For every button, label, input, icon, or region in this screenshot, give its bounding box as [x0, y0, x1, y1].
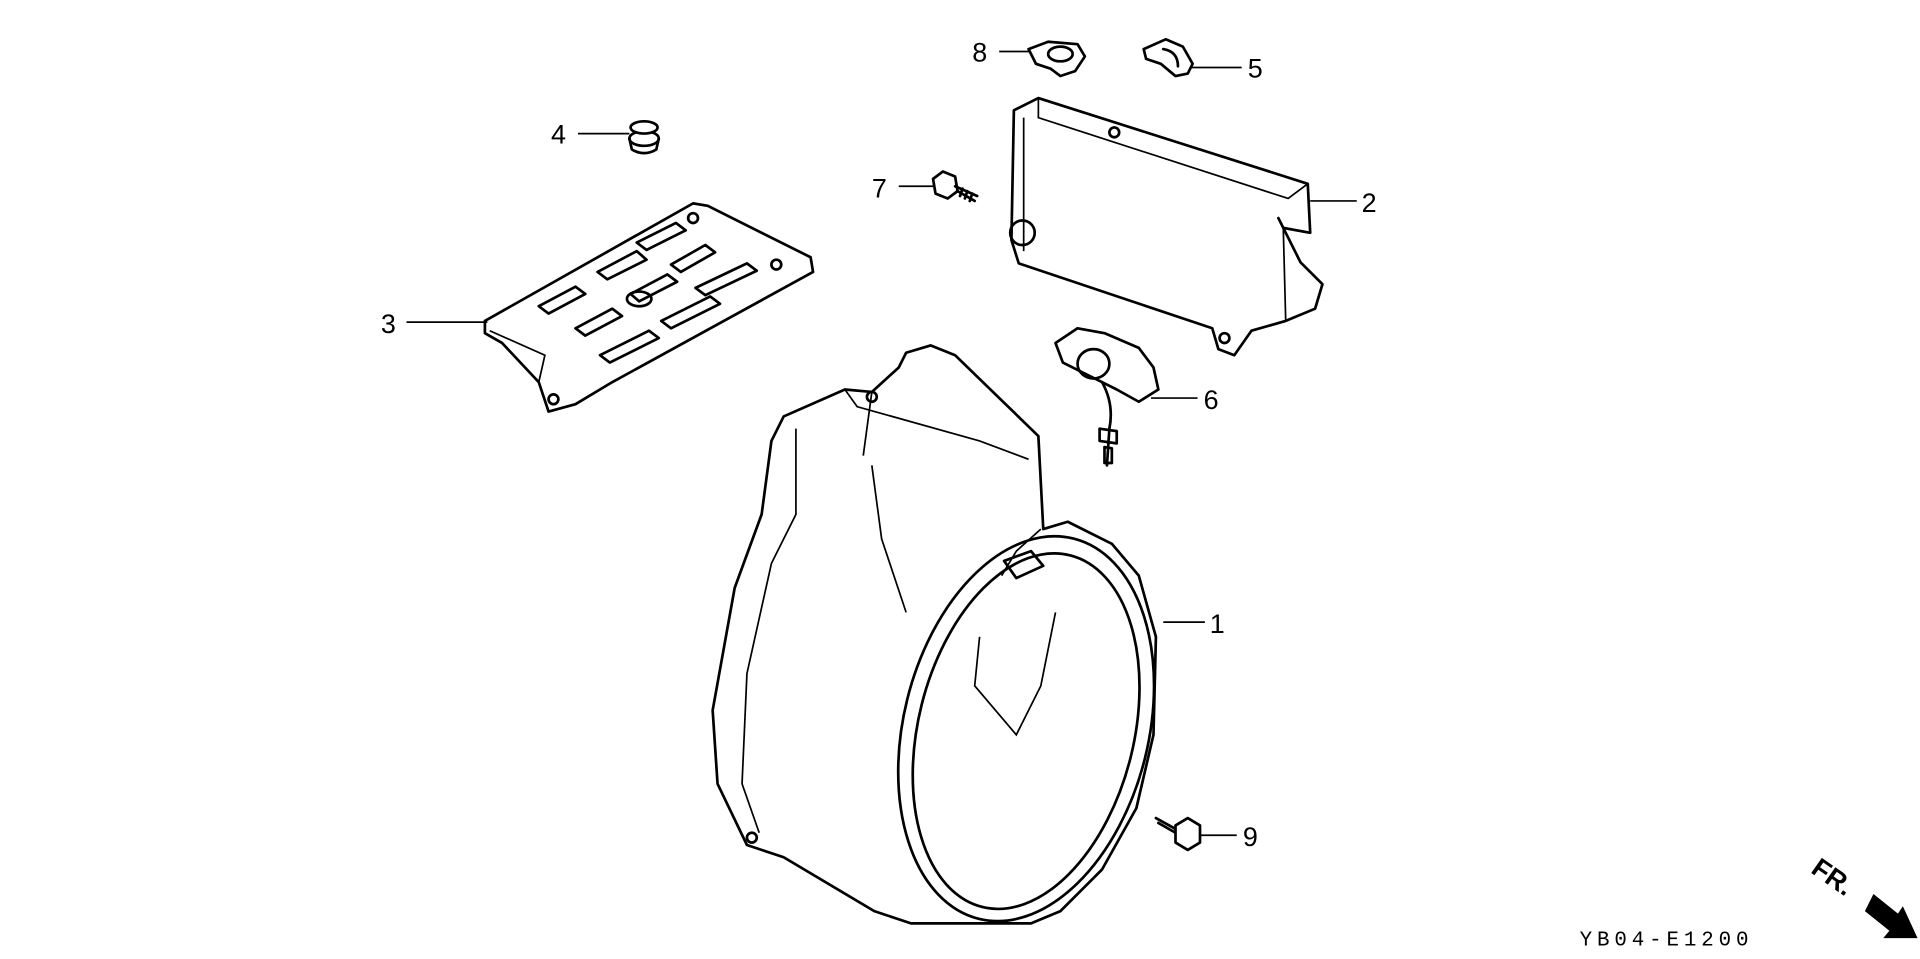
front-direction-indicator: FR.	[1806, 852, 1918, 939]
callouts: 1 2 3 4 5 6 7 8 9	[381, 37, 1377, 852]
callout-1: 1	[1210, 609, 1225, 639]
part-7-bolt	[931, 170, 979, 203]
part-8-clamp	[1027, 40, 1087, 78]
part-4-grommet	[628, 119, 661, 155]
part-3-plate	[483, 202, 815, 413]
callout-6: 6	[1204, 385, 1219, 415]
callout-7: 7	[872, 173, 887, 203]
callout-3: 3	[381, 309, 396, 339]
callout-9: 9	[1243, 822, 1258, 852]
part-9-bolt	[1154, 816, 1202, 852]
callout-2: 2	[1362, 188, 1377, 218]
part-6-switch	[1054, 326, 1160, 467]
part-5-clip	[1142, 37, 1194, 78]
front-label: FR.	[1806, 852, 1859, 901]
diagram-code: YB04-E1200	[1580, 929, 1754, 952]
callout-8: 8	[972, 37, 987, 67]
callout-4: 4	[551, 119, 566, 149]
part-2-cover	[1008, 96, 1324, 357]
callout-5: 5	[1248, 53, 1263, 83]
part-1-fan-cover	[711, 344, 1158, 925]
arrow-icon	[1864, 893, 1918, 939]
